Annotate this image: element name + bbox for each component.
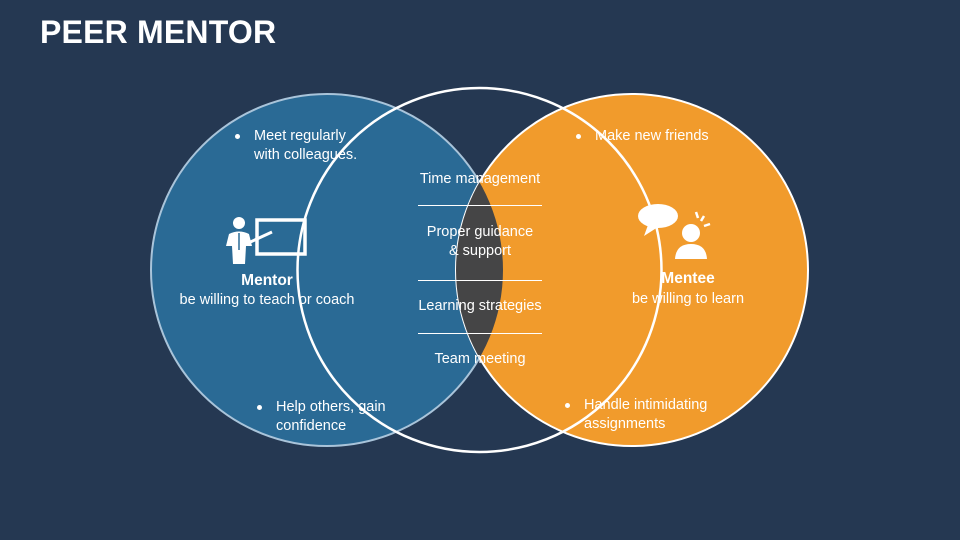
mentee-bullet-1: Make new friends	[573, 127, 709, 146]
overlap-divider-1	[418, 205, 542, 206]
overlap-divider-3	[418, 333, 542, 334]
lens-outline	[296, 86, 663, 454]
overlap-item-learning-strategies: Learning strategies	[418, 298, 542, 314]
mentor-bullet-1: Meet regularly with colleagues.	[232, 127, 357, 165]
mentee-title: Mentee	[661, 270, 715, 287]
speech-bubble-person-icon	[636, 202, 716, 260]
page-title: PEER MENTOR	[40, 14, 277, 50]
mentor-subtitle: be willing to teach or coach	[179, 292, 355, 308]
overlap-item-team-meeting: Team meeting	[434, 351, 526, 367]
overlap-divider-2	[418, 280, 542, 281]
mentor-bullet-2: Help others, gain confidence	[254, 398, 386, 436]
overlap-item-guidance: Proper guidance & support	[426, 224, 534, 259]
mentee-bullet-2: Handle intimidating assignments	[562, 396, 707, 434]
overlap-item-time-management: Time management	[419, 171, 541, 187]
teacher-board-icon	[224, 216, 310, 266]
mentee-subtitle: be willing to learn	[631, 291, 745, 307]
mentor-title: Mentor	[241, 272, 293, 289]
